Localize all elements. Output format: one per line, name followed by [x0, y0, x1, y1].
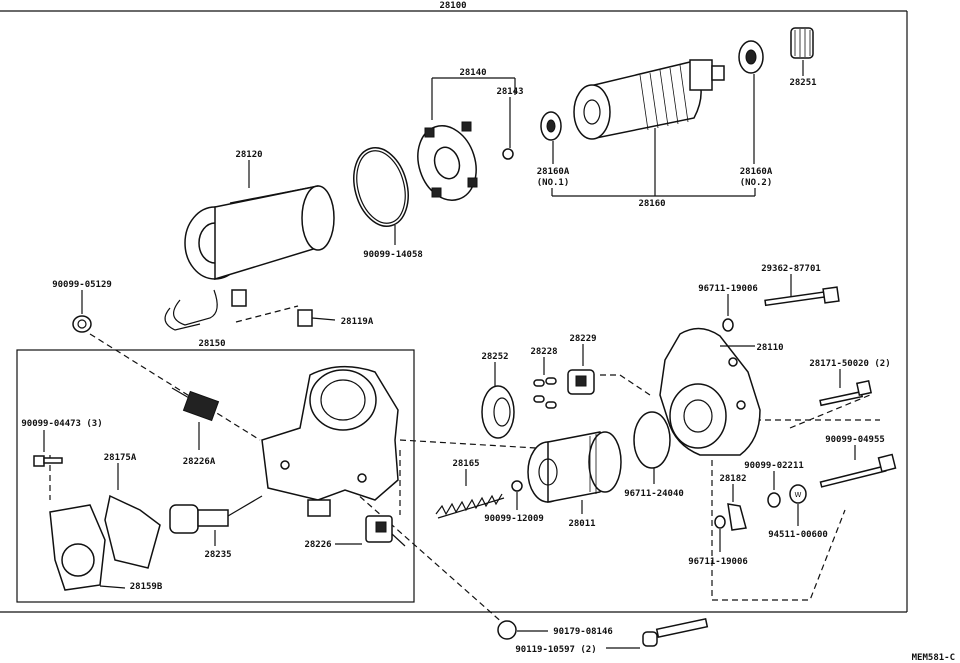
cover-28159b: 28159B: [49, 504, 163, 592]
washer-90099-02211: 90099-02211: [744, 461, 804, 508]
washer-90099-05129: 90099-05129: [52, 280, 112, 333]
clutch-28011: 28011: [527, 431, 622, 529]
label-28235: 28235: [204, 550, 231, 560]
label-28160a-no1: 28160A: [537, 167, 570, 177]
drawing-code: MEM581-C: [912, 653, 955, 663]
nut-90179-08146: 90179-08146: [497, 620, 613, 640]
label-28119a: 28119A: [341, 317, 374, 327]
label-28171-50020: 28171-50020 (2): [809, 359, 890, 369]
armature-28160: 28160A (NO.1) 28160A (NO.2) 28160: [537, 40, 773, 209]
terminal-28119a: 28119A: [235, 305, 374, 327]
label-28226: 28226: [304, 540, 331, 550]
washer-96711-19006-top: 96711-19006: [698, 284, 758, 332]
label-28251: 28251: [789, 78, 816, 88]
dashed-leaders: [49, 333, 880, 626]
sub-assembly-box-28150: 28150: [16, 339, 415, 603]
label-28159b: 28159B: [130, 582, 163, 592]
assembly-number: 28100: [439, 1, 466, 11]
label-90099-04473: 90099-04473 (3): [21, 419, 102, 429]
washer-96711-19006-bottom: 96711-19006: [688, 515, 748, 567]
label-90179-08146: 90179-08146: [553, 627, 613, 637]
solenoid-housing: [261, 365, 399, 517]
label-90099-12009: 90099-12009: [484, 514, 544, 524]
terminal-28226: 28226: [304, 515, 406, 550]
bolt-28171-50020: 28171-50020 (2): [809, 359, 891, 407]
label-28228: 28228: [530, 347, 557, 357]
label-28252: 28252: [481, 352, 508, 362]
housing-28110: 28110: [659, 327, 784, 456]
bolt-90099-04473: 90099-04473 (3): [21, 419, 103, 467]
yoke-28120: 28120: [164, 150, 335, 331]
svg-text:W: W: [795, 491, 802, 499]
label-28110: 28110: [756, 343, 783, 353]
bracket-28140-28160: [431, 77, 756, 197]
label-96711-19006-bottom: 96711-19006: [688, 557, 748, 567]
label-90099-14058: 90099-14058: [363, 250, 423, 260]
rollers-28228: 28228: [530, 347, 558, 409]
label-28226a: 28226A: [183, 457, 216, 467]
bolt-29362-87701: 29362-87701: [761, 264, 840, 307]
brush-holder-28140: 28140 28143: [417, 68, 524, 201]
ball-90099-12009: 90099-12009: [484, 480, 544, 524]
label-28143: 28143: [496, 87, 523, 97]
gasket-28175a: 28175A: [104, 453, 161, 569]
label-90099-05129: 90099-05129: [52, 280, 112, 290]
label-28165: 28165: [452, 459, 479, 469]
label-94511-00600: 94511-00600: [768, 530, 828, 540]
terminal-28226a: 28226A: [171, 387, 220, 467]
gear-28251: 28251: [789, 27, 817, 88]
label-28140: 28140: [459, 68, 486, 78]
label-28120: 28120: [235, 150, 262, 160]
label-90099-02211: 90099-02211: [744, 461, 804, 471]
o-ring-96711-24040: 96711-24040: [624, 411, 684, 499]
label-28160a-no2: 28160A: [740, 167, 773, 177]
label-90099-04955: 90099-04955: [825, 435, 885, 445]
label-28229: 28229: [569, 334, 596, 344]
spring-28229: 28229: [567, 334, 597, 395]
label-29362-87701: 29362-87701: [761, 264, 821, 274]
bracket-28182: 28182: [719, 474, 747, 531]
label-96711-24040: 96711-24040: [624, 489, 684, 499]
label-28160a-no1-suffix: (NO.1): [537, 178, 570, 188]
label-28182: 28182: [719, 474, 746, 484]
assembly-frame: 28100: [0, 1, 908, 613]
label-90119-10597: 90119-10597 (2): [515, 645, 596, 655]
label-96711-19006-top: 96711-19006: [698, 284, 758, 294]
bolt-90099-04955: 90099-04955: [819, 435, 897, 488]
spring-28165: 28165: [435, 459, 505, 519]
o-ring-90099-14058: 90099-14058: [353, 147, 423, 260]
label-28150: 28150: [198, 339, 225, 349]
label-28011: 28011: [568, 519, 595, 529]
nut-94511-00600: W 94511-00600: [768, 484, 828, 540]
label-28175a: 28175A: [104, 453, 137, 463]
label-28160: 28160: [638, 199, 665, 209]
bolt-90119-10597: 90119-10597 (2): [515, 618, 709, 655]
label-28160a-no2-suffix: (NO.2): [740, 178, 773, 188]
plunger-28235: 28235: [169, 495, 263, 560]
gear-28252: 28252: [481, 352, 515, 439]
